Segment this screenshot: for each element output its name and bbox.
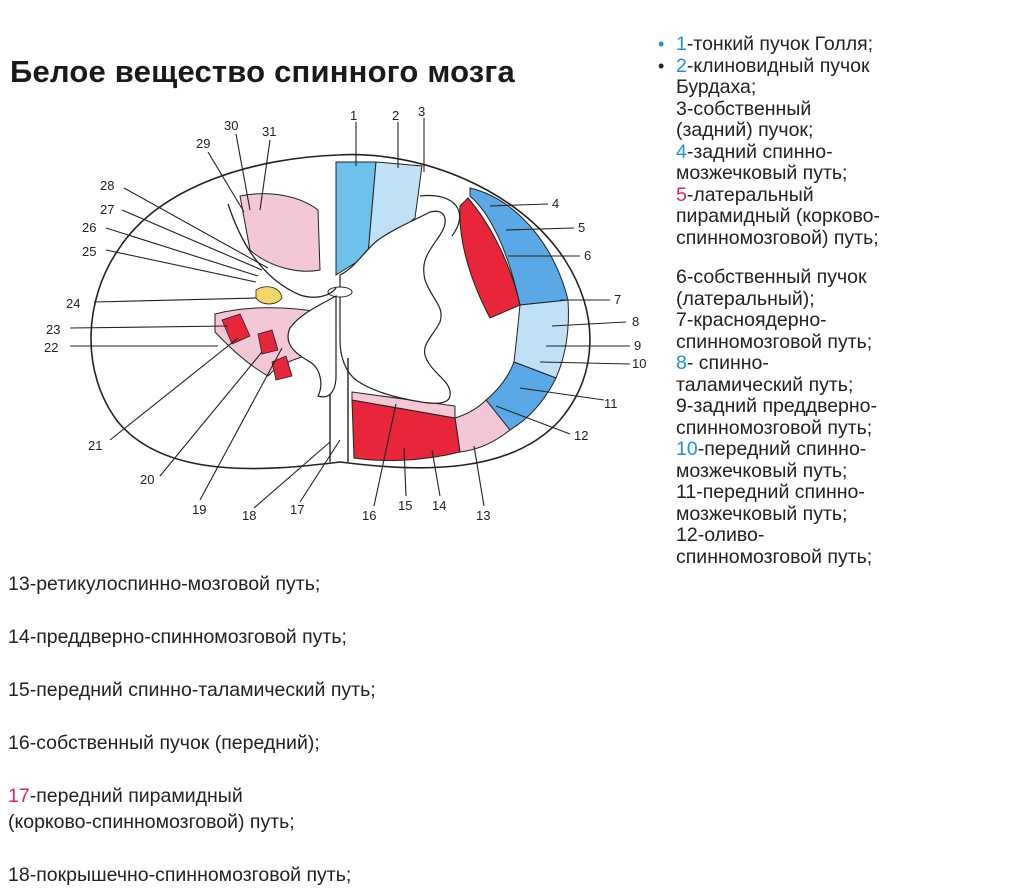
label-1: 1 [350,108,357,123]
label-20: 20 [140,472,154,487]
label-28: 28 [100,178,114,193]
label-12: 12 [574,428,588,443]
legend-text: -собственный пучок (латеральный); [676,266,867,310]
label-18: 18 [242,508,256,523]
legend-text: -латеральный пирамидный (корково- спинно… [676,184,880,249]
label-31: 31 [262,124,276,139]
legend-text: -задний спинно- мозжечковый путь; [676,141,847,185]
legend-number: 1 [676,33,687,55]
legend-number: 5 [676,184,687,206]
legend-number: 8 [676,352,687,374]
label-9: 9 [634,338,641,353]
legend-text: -передний спинно- мозжечковый путь; [676,481,865,525]
legend-item-9: 9-задний преддверно- спинномозговой путь… [676,396,1021,439]
legend-text: -покрышечно-спинномозговой путь; [30,864,352,886]
label-17: 17 [290,502,304,517]
legend-number: 9 [676,395,687,417]
legend-number: 18 [8,864,30,886]
legend-item-14: 14-преддверно-спинномозговой путь; [8,597,568,650]
legend-item-18: 18-покрышечно-спинномозговой путь; [8,836,568,889]
legend-item-13: 13-ретикулоспинно-мозговой путь; [8,544,568,597]
legend-item-12: 12-оливо- спинномозговой путь; [676,525,1021,568]
label-5: 5 [578,220,585,235]
label-2: 2 [392,108,399,123]
spinal-cord-cross-section: 1 2 3 4 5 6 7 8 9 10 11 12 13 14 15 16 1… [0,100,680,540]
legend-right: •1-тонкий пучок Голля; •2-клиновидный пу… [676,34,1021,568]
legend-item-16: 16-собственный пучок (передний); [8,703,568,756]
legend-number: 12 [676,524,698,546]
bullet-dot: • [658,34,664,56]
legend-number: 13 [8,573,30,595]
legend-number: 4 [676,141,687,163]
label-8: 8 [632,314,639,329]
label-3: 3 [418,104,425,119]
label-14: 14 [432,498,446,513]
legend-item-5: 5-латеральный пирамидный (корково- спинн… [676,185,1021,250]
legend-text: - спинно- таламический путь; [676,352,853,396]
legend-number: 17 [8,785,30,807]
slide-title: Белое вещество спинного мозга [10,54,515,90]
label-7: 7 [614,292,621,307]
legend-text: -преддверно-спинномозговой путь; [30,626,347,648]
legend-number: 11 [676,481,696,503]
label-29: 29 [196,136,210,151]
label-15: 15 [398,498,412,513]
label-26: 26 [82,220,96,235]
legend-number: 2 [676,55,687,77]
legend-item-17: 17-передний пирамидный (корково-спинномо… [8,756,568,836]
label-11: 11 [604,396,618,411]
label-27: 27 [100,202,114,217]
legend-text: -клиновидный пучок Бурдаха; [676,55,870,99]
legend-item-1: •1-тонкий пучок Голля; [676,34,1021,56]
label-30: 30 [224,118,238,133]
legend-number: 14 [8,626,30,648]
legend-item-4: 4-задний спинно- мозжечковый путь; [676,142,1021,185]
legend-number: 6 [676,266,687,288]
label-23: 23 [46,322,60,337]
legend-item-3: 3-собственный (задний) пучок; [676,99,1021,142]
legend-text: -красноядерно- спинномозговой путь; [676,309,872,353]
legend-item-2: •2-клиновидный пучок Бурдаха; [676,56,1021,99]
legend-item-6: 6-собственный пучок (латеральный); [676,267,1021,310]
label-25: 25 [82,244,96,259]
legend-item-10: 10-передний спинно- мозжечковый путь; [676,439,1021,482]
legend-text: -тонкий пучок Голля; [687,33,873,55]
legend-bottom: 13-ретикулоспинно-мозговой путь; 14-пред… [8,544,568,889]
legend-text: -передний спинно-таламический путь; [30,679,376,701]
label-16: 16 [362,508,376,523]
legend-text: -задний преддверно- спинномозговой путь; [676,395,877,439]
legend-item-8: 8- спинно- таламический путь; [676,353,1021,396]
legend-item-11: 11-передний спинно- мозжечковый путь; [676,482,1021,525]
legend-text: -собственный пучок (передний); [30,732,320,754]
label-19: 19 [192,502,206,517]
label-21: 21 [88,438,102,453]
label-24: 24 [66,296,80,311]
legend-text: -передний спинно- мозжечковый путь; [676,438,866,482]
legend-item-15: 15-передний спинно-таламический путь; [8,650,568,703]
label-6: 6 [584,248,591,263]
legend-text: -собственный (задний) пучок; [676,98,813,142]
label-4: 4 [552,196,559,211]
legend-text: -передний пирамидный (корково-спинномозг… [8,785,295,834]
legend-item-7: 7-красноядерно- спинномозговой путь; [676,310,1021,353]
label-10: 10 [632,356,646,371]
legend-text: -ретикулоспинно-мозговой путь; [30,573,321,595]
legend-number: 7 [676,309,687,331]
legend-text: -оливо- спинномозговой путь; [676,524,872,568]
legend-number: 3 [676,98,687,120]
bullet-dot: • [658,56,664,78]
spinal-cord-diagram: 1 2 3 4 5 6 7 8 9 10 11 12 13 14 15 16 1… [0,100,680,540]
legend-number: 16 [8,732,30,754]
label-13: 13 [476,508,490,523]
label-22: 22 [44,340,58,355]
legend-number: 15 [8,679,30,701]
legend-number: 10 [676,438,698,460]
